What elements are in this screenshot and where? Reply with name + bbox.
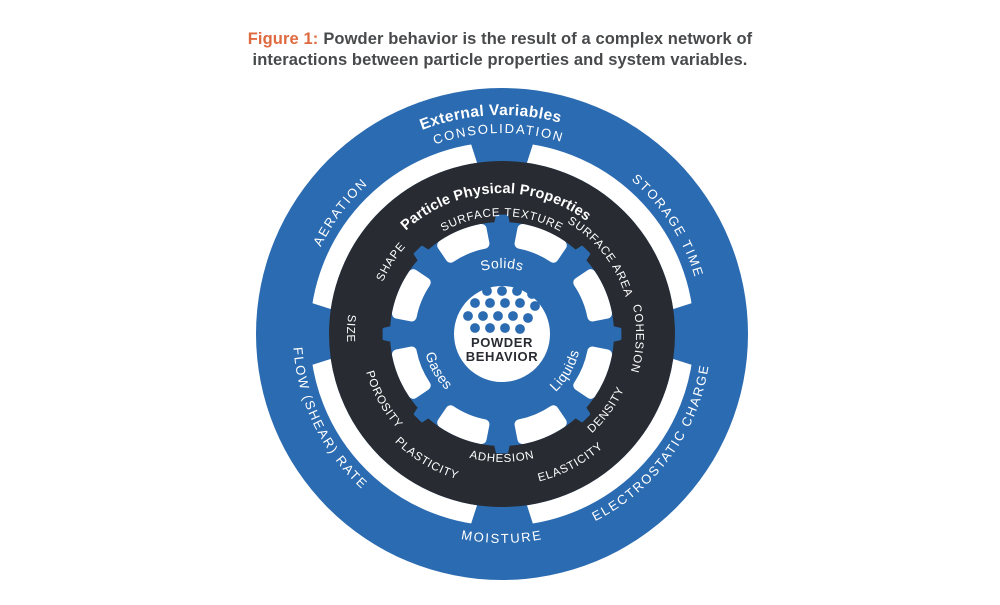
powder-dot xyxy=(478,311,488,321)
powder-dot xyxy=(482,286,492,296)
curved-label-text: MOISTURE xyxy=(460,527,542,546)
curved-label-text: SIZE xyxy=(344,314,356,343)
powder-dot xyxy=(527,289,537,299)
scallop-segment xyxy=(437,405,490,445)
scallop-segment xyxy=(573,346,613,399)
scallop-segment xyxy=(514,405,567,445)
caption-line2: interactions between particle properties… xyxy=(252,50,748,69)
powder-dot xyxy=(515,298,525,308)
powder-dot xyxy=(470,323,480,333)
ring-connector-tab xyxy=(469,500,535,530)
powder-dot xyxy=(530,301,540,311)
powder-dot xyxy=(500,323,510,333)
center-circle xyxy=(454,286,550,382)
powder-dot xyxy=(485,298,495,308)
figure-label: Figure 1: xyxy=(247,30,319,48)
powder-dot xyxy=(463,311,473,321)
moisture-label: MOISTURE xyxy=(460,527,544,546)
scallop-segment xyxy=(514,223,567,263)
powder-dot xyxy=(512,286,522,296)
powder-dot xyxy=(493,311,503,321)
particle-properties-ring xyxy=(329,161,675,507)
figure-caption: Figure 1:Powder behavior is the result o… xyxy=(0,29,1000,70)
scallop-segment xyxy=(437,223,490,263)
powder-dot xyxy=(515,324,525,334)
ring-connector-tab xyxy=(469,138,535,168)
powder-dot xyxy=(470,298,480,308)
powder-dot xyxy=(485,323,495,333)
ring-connector-tab xyxy=(668,301,698,367)
center-label-line1: POWDER xyxy=(471,335,533,350)
powder-dot xyxy=(523,313,533,323)
adhesion-label: ADHESION xyxy=(468,449,535,465)
powder-dots-icon xyxy=(463,286,540,334)
scallop-segment xyxy=(573,269,613,322)
scallop-segment xyxy=(391,269,431,322)
powder-dot xyxy=(508,311,518,321)
powder-dot xyxy=(497,286,507,296)
ring-connector-tab xyxy=(306,301,336,367)
scallop-segment xyxy=(391,346,431,399)
size-label: SIZE xyxy=(344,314,357,343)
center-label-line2: BEHAVIOR xyxy=(466,349,538,364)
caption-line1: Powder behavior is the result of a compl… xyxy=(323,30,753,48)
powder-dot xyxy=(500,298,510,308)
curved-label-text: ADHESION xyxy=(468,449,534,465)
